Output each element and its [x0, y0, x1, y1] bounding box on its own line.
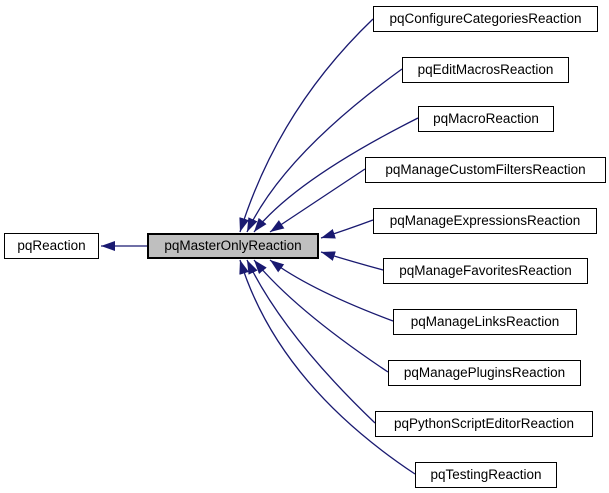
edge-edit-macros [246, 68, 403, 233]
edge-python-script-editor [246, 259, 376, 424]
node-pq-master-only-reaction[interactable]: pqMasterOnlyReaction [147, 233, 319, 259]
node-pq-manage-links-reaction[interactable]: pqManageLinksReaction [393, 309, 577, 335]
edge-testing [239, 259, 416, 475]
edge-manage-custom-filters [269, 168, 366, 233]
edge-manage-plugins [253, 259, 389, 373]
edge-manage-links [269, 259, 394, 322]
edge-manage-expressions [320, 219, 374, 239]
node-pq-edit-macros-reaction[interactable]: pqEditMacrosReaction [402, 57, 569, 83]
node-pq-python-script-editor-reaction[interactable]: pqPythonScriptEditorReaction [375, 411, 593, 437]
node-pq-macro-reaction[interactable]: pqMacroReaction [418, 106, 554, 132]
edge-macro [253, 117, 419, 233]
node-pq-reaction[interactable]: pqReaction [4, 233, 99, 259]
node-pq-manage-custom-filters-reaction[interactable]: pqManageCustomFiltersReaction [365, 157, 606, 183]
node-pq-manage-expressions-reaction[interactable]: pqManageExpressionsReaction [373, 208, 597, 234]
node-pq-manage-plugins-reaction[interactable]: pqManagePluginsReaction [388, 360, 581, 386]
edge-configure-categories [239, 18, 374, 233]
node-pq-manage-favorites-reaction[interactable]: pqManageFavoritesReaction [383, 258, 588, 284]
node-pq-testing-reaction[interactable]: pqTestingReaction [415, 462, 557, 488]
edge-manage-favorites [320, 251, 384, 271]
node-pq-configure-categories-reaction[interactable]: pqConfigureCategoriesReaction [373, 6, 598, 32]
